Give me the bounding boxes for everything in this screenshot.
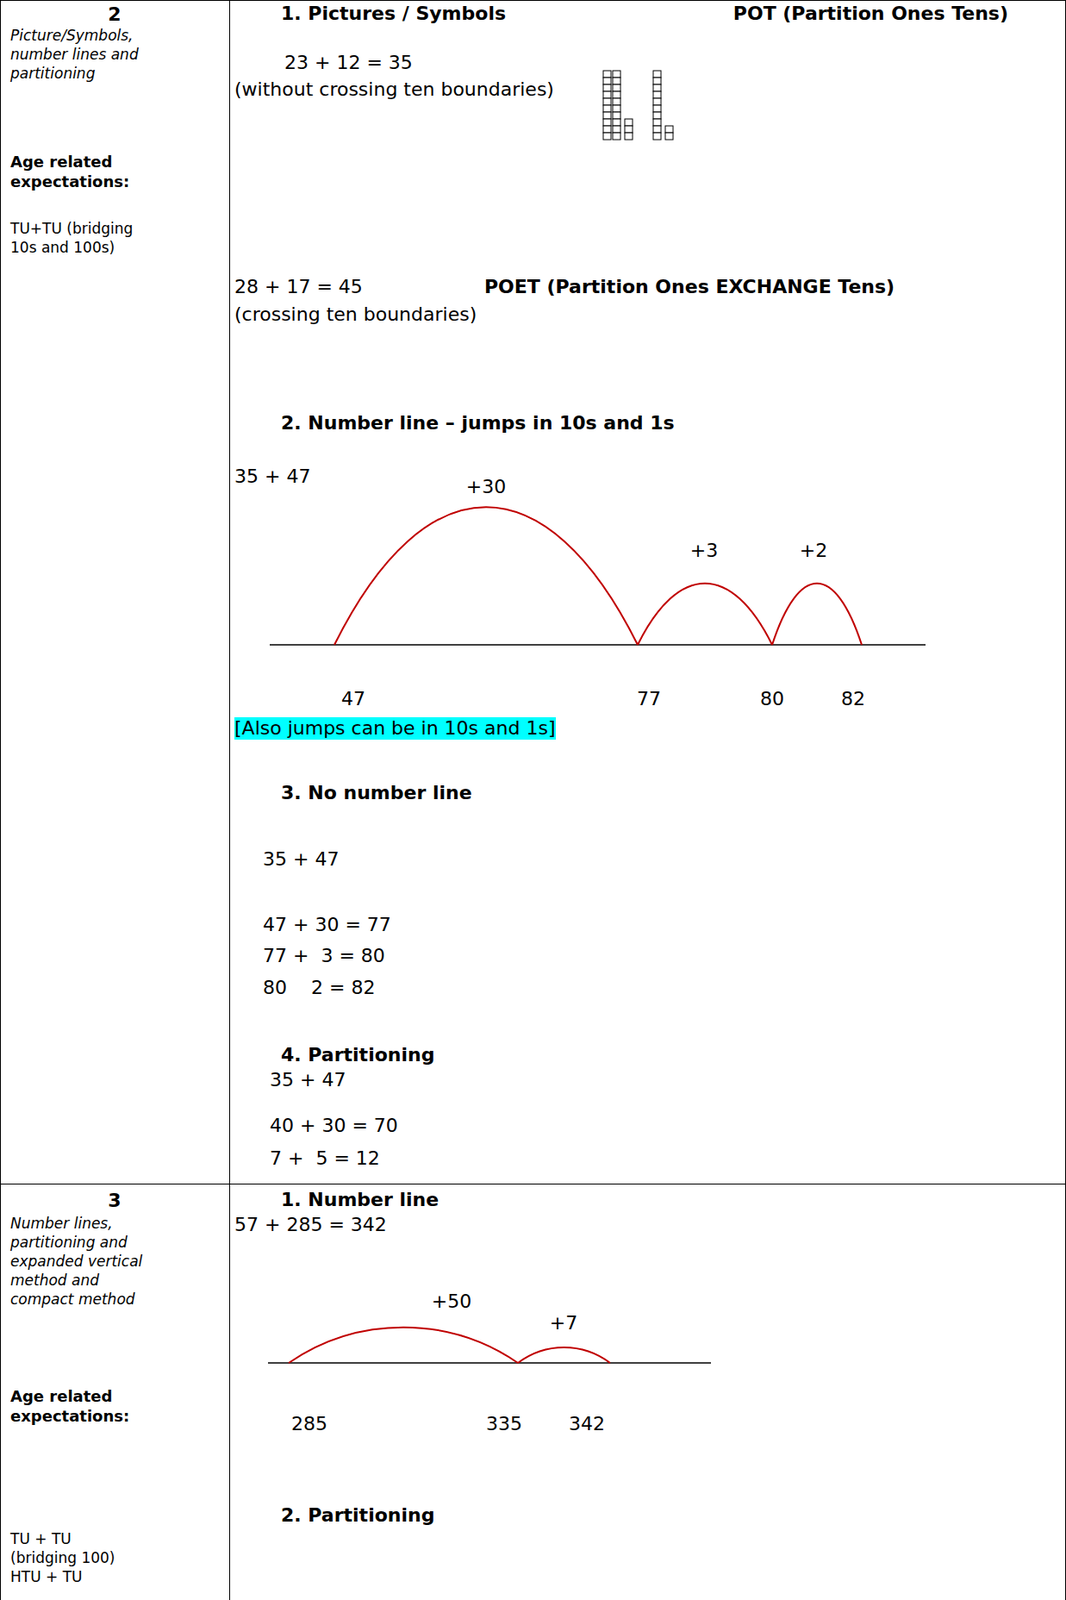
calculation: 23 + 12 = 35 bbox=[284, 51, 413, 75]
method-heading: 1. Number line bbox=[280, 1188, 439, 1211]
expectations-heading: Age related expectations: bbox=[10, 1385, 162, 1427]
stage-description: Number lines, partitioning and expanded … bbox=[10, 1213, 162, 1309]
expectations-text: TU+TU (bridging 10s and 100s) bbox=[10, 218, 149, 257]
calculation: 80 2 = 82 bbox=[262, 976, 375, 999]
base-ten-blocks bbox=[603, 70, 674, 140]
stage-description: Picture/Symbols, number lines and partit… bbox=[10, 25, 162, 83]
number-line bbox=[269, 506, 926, 645]
calculation: +2 bbox=[799, 539, 828, 562]
expectations-heading: Age related expectations: bbox=[10, 151, 162, 193]
highlighted-note: [Also jumps can be in 10s and 1s] bbox=[234, 716, 556, 740]
calculation: 80 bbox=[760, 687, 785, 711]
calculation: 28 + 17 = 45 bbox=[234, 275, 363, 299]
method-heading: POET (Partition Ones EXCHANGE Tens) bbox=[484, 275, 895, 299]
stage-number: 3 bbox=[107, 1189, 121, 1212]
method-heading: 2. Number line – jumps in 10s and 1s bbox=[280, 411, 675, 435]
method-heading: POT (Partition Ones Tens) bbox=[733, 2, 1009, 25]
calculation: 285 bbox=[291, 1412, 328, 1435]
calculation: (without crossing ten boundaries) bbox=[234, 78, 555, 101]
table-cell: 2Picture/Symbols, number lines and parti… bbox=[0, 0, 231, 1185]
calculation: 342 bbox=[568, 1412, 605, 1435]
method-heading: 3. No number line bbox=[280, 781, 473, 805]
calculation: 77 + 3 = 80 bbox=[262, 944, 386, 967]
method-heading: 4. Partitioning bbox=[280, 1043, 435, 1066]
calculation: +30 bbox=[466, 475, 506, 499]
calculation: 7 + 5 = 12 bbox=[269, 1147, 381, 1170]
method-heading: 2. Partitioning bbox=[280, 1503, 435, 1527]
calculation: +3 bbox=[690, 539, 718, 562]
calculation: (crossing ten boundaries) bbox=[234, 303, 477, 326]
calculation: 82 bbox=[841, 687, 866, 711]
expectations-text: TU + TU (bridging 100) HTU + TU bbox=[10, 1528, 123, 1586]
method-heading: 1. Pictures / Symbols bbox=[280, 2, 506, 25]
calculation: +7 bbox=[549, 1311, 578, 1335]
calculation: 35 + 47 bbox=[262, 847, 339, 871]
table-cell: 1. Pictures / Symbols POT (Partition Ones… bbox=[229, 0, 1066, 1185]
calculation: 40 + 30 = 70 bbox=[269, 1114, 399, 1137]
number-line bbox=[268, 1327, 711, 1363]
calculation: 35 + 47 bbox=[269, 1068, 346, 1091]
calculation: 77 bbox=[636, 687, 661, 711]
stage-number: 2 bbox=[107, 3, 121, 26]
calculation: 35 + 47 bbox=[234, 465, 311, 488]
calculation: +50 bbox=[431, 1290, 472, 1313]
table-cell: 1. Number line57 + 285 = 342 +50 +7 285 335 3… bbox=[229, 1183, 1066, 1600]
table-cell: 3Number lines, partitioning and expanded… bbox=[0, 1183, 231, 1600]
calculation: 57 + 285 = 342 bbox=[234, 1213, 387, 1236]
calculation: 47 + 30 = 77 bbox=[262, 913, 392, 936]
calculation: 335 bbox=[486, 1412, 523, 1435]
calculation: 47 bbox=[341, 687, 366, 711]
